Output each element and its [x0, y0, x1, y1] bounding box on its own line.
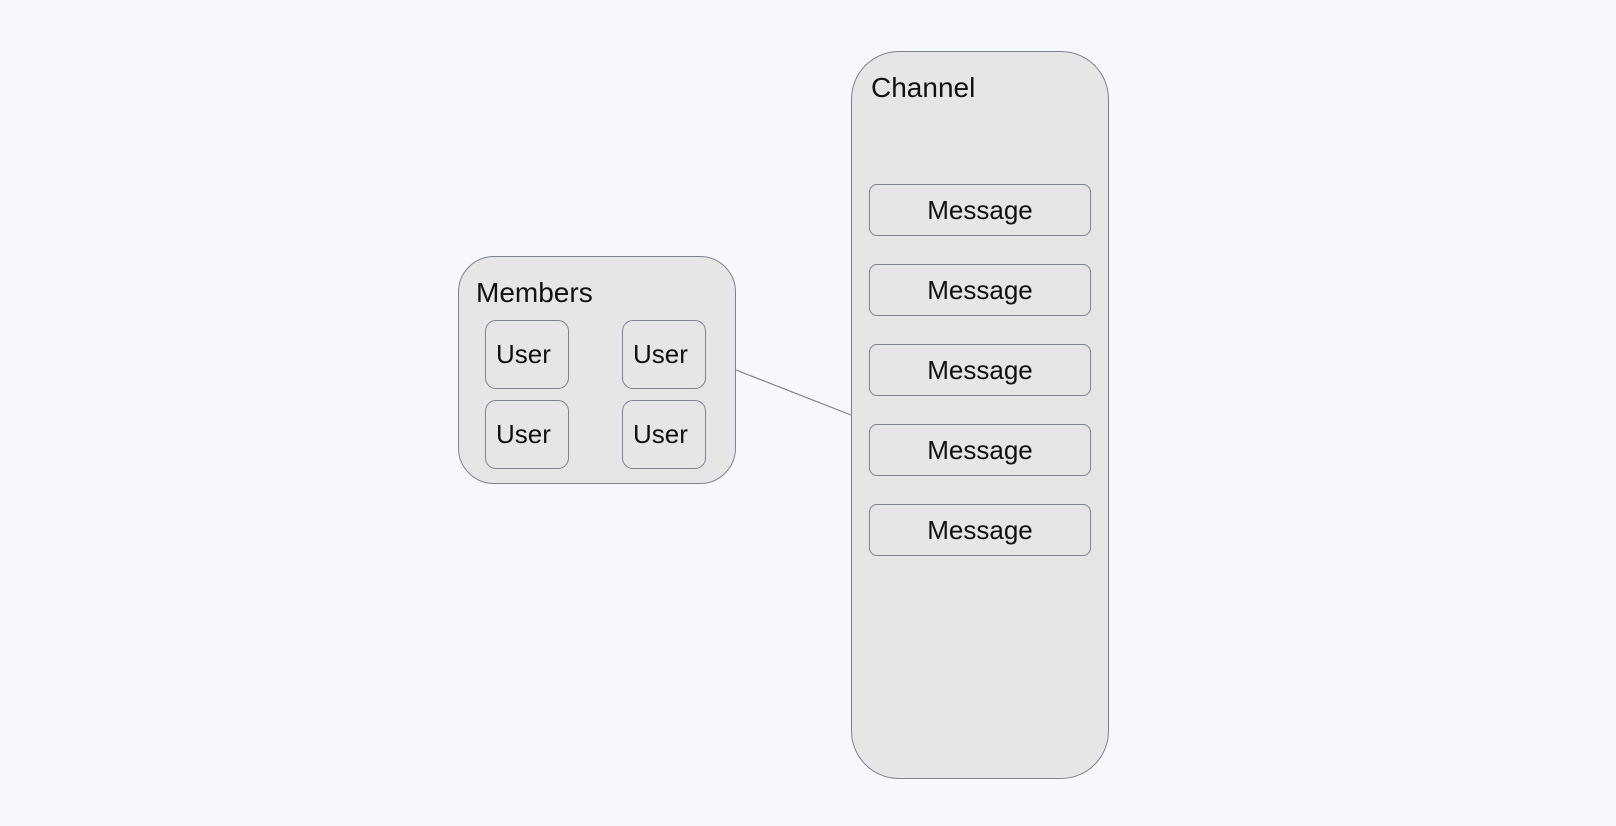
user-node-3[interactable]: User: [485, 400, 569, 469]
user-node-label: User: [633, 339, 688, 369]
message-node-2[interactable]: Message: [869, 264, 1091, 316]
channel-group[interactable]: Channel Message Message Message Message …: [851, 51, 1109, 779]
message-node-label: Message: [927, 194, 1033, 225]
user-node-1[interactable]: User: [485, 320, 569, 389]
user-node-label: User: [496, 339, 551, 369]
user-node-label: User: [633, 419, 688, 449]
message-node-4[interactable]: Message: [869, 424, 1091, 476]
members-group[interactable]: Members User User User User: [458, 256, 736, 484]
members-title: Members: [476, 277, 593, 308]
members-to-channel-edge: [735, 369, 852, 416]
channel-title: Channel: [871, 72, 976, 103]
message-node-label: Message: [927, 514, 1033, 545]
message-node-3[interactable]: Message: [869, 344, 1091, 396]
message-node-label: Message: [927, 434, 1033, 465]
message-node-label: Message: [927, 274, 1033, 305]
user-node-label: User: [496, 419, 551, 449]
message-node-label: Message: [927, 354, 1033, 385]
user-node-2[interactable]: User: [622, 320, 706, 389]
user-node-4[interactable]: User: [622, 400, 706, 469]
message-node-1[interactable]: Message: [869, 184, 1091, 236]
message-node-5[interactable]: Message: [869, 504, 1091, 556]
